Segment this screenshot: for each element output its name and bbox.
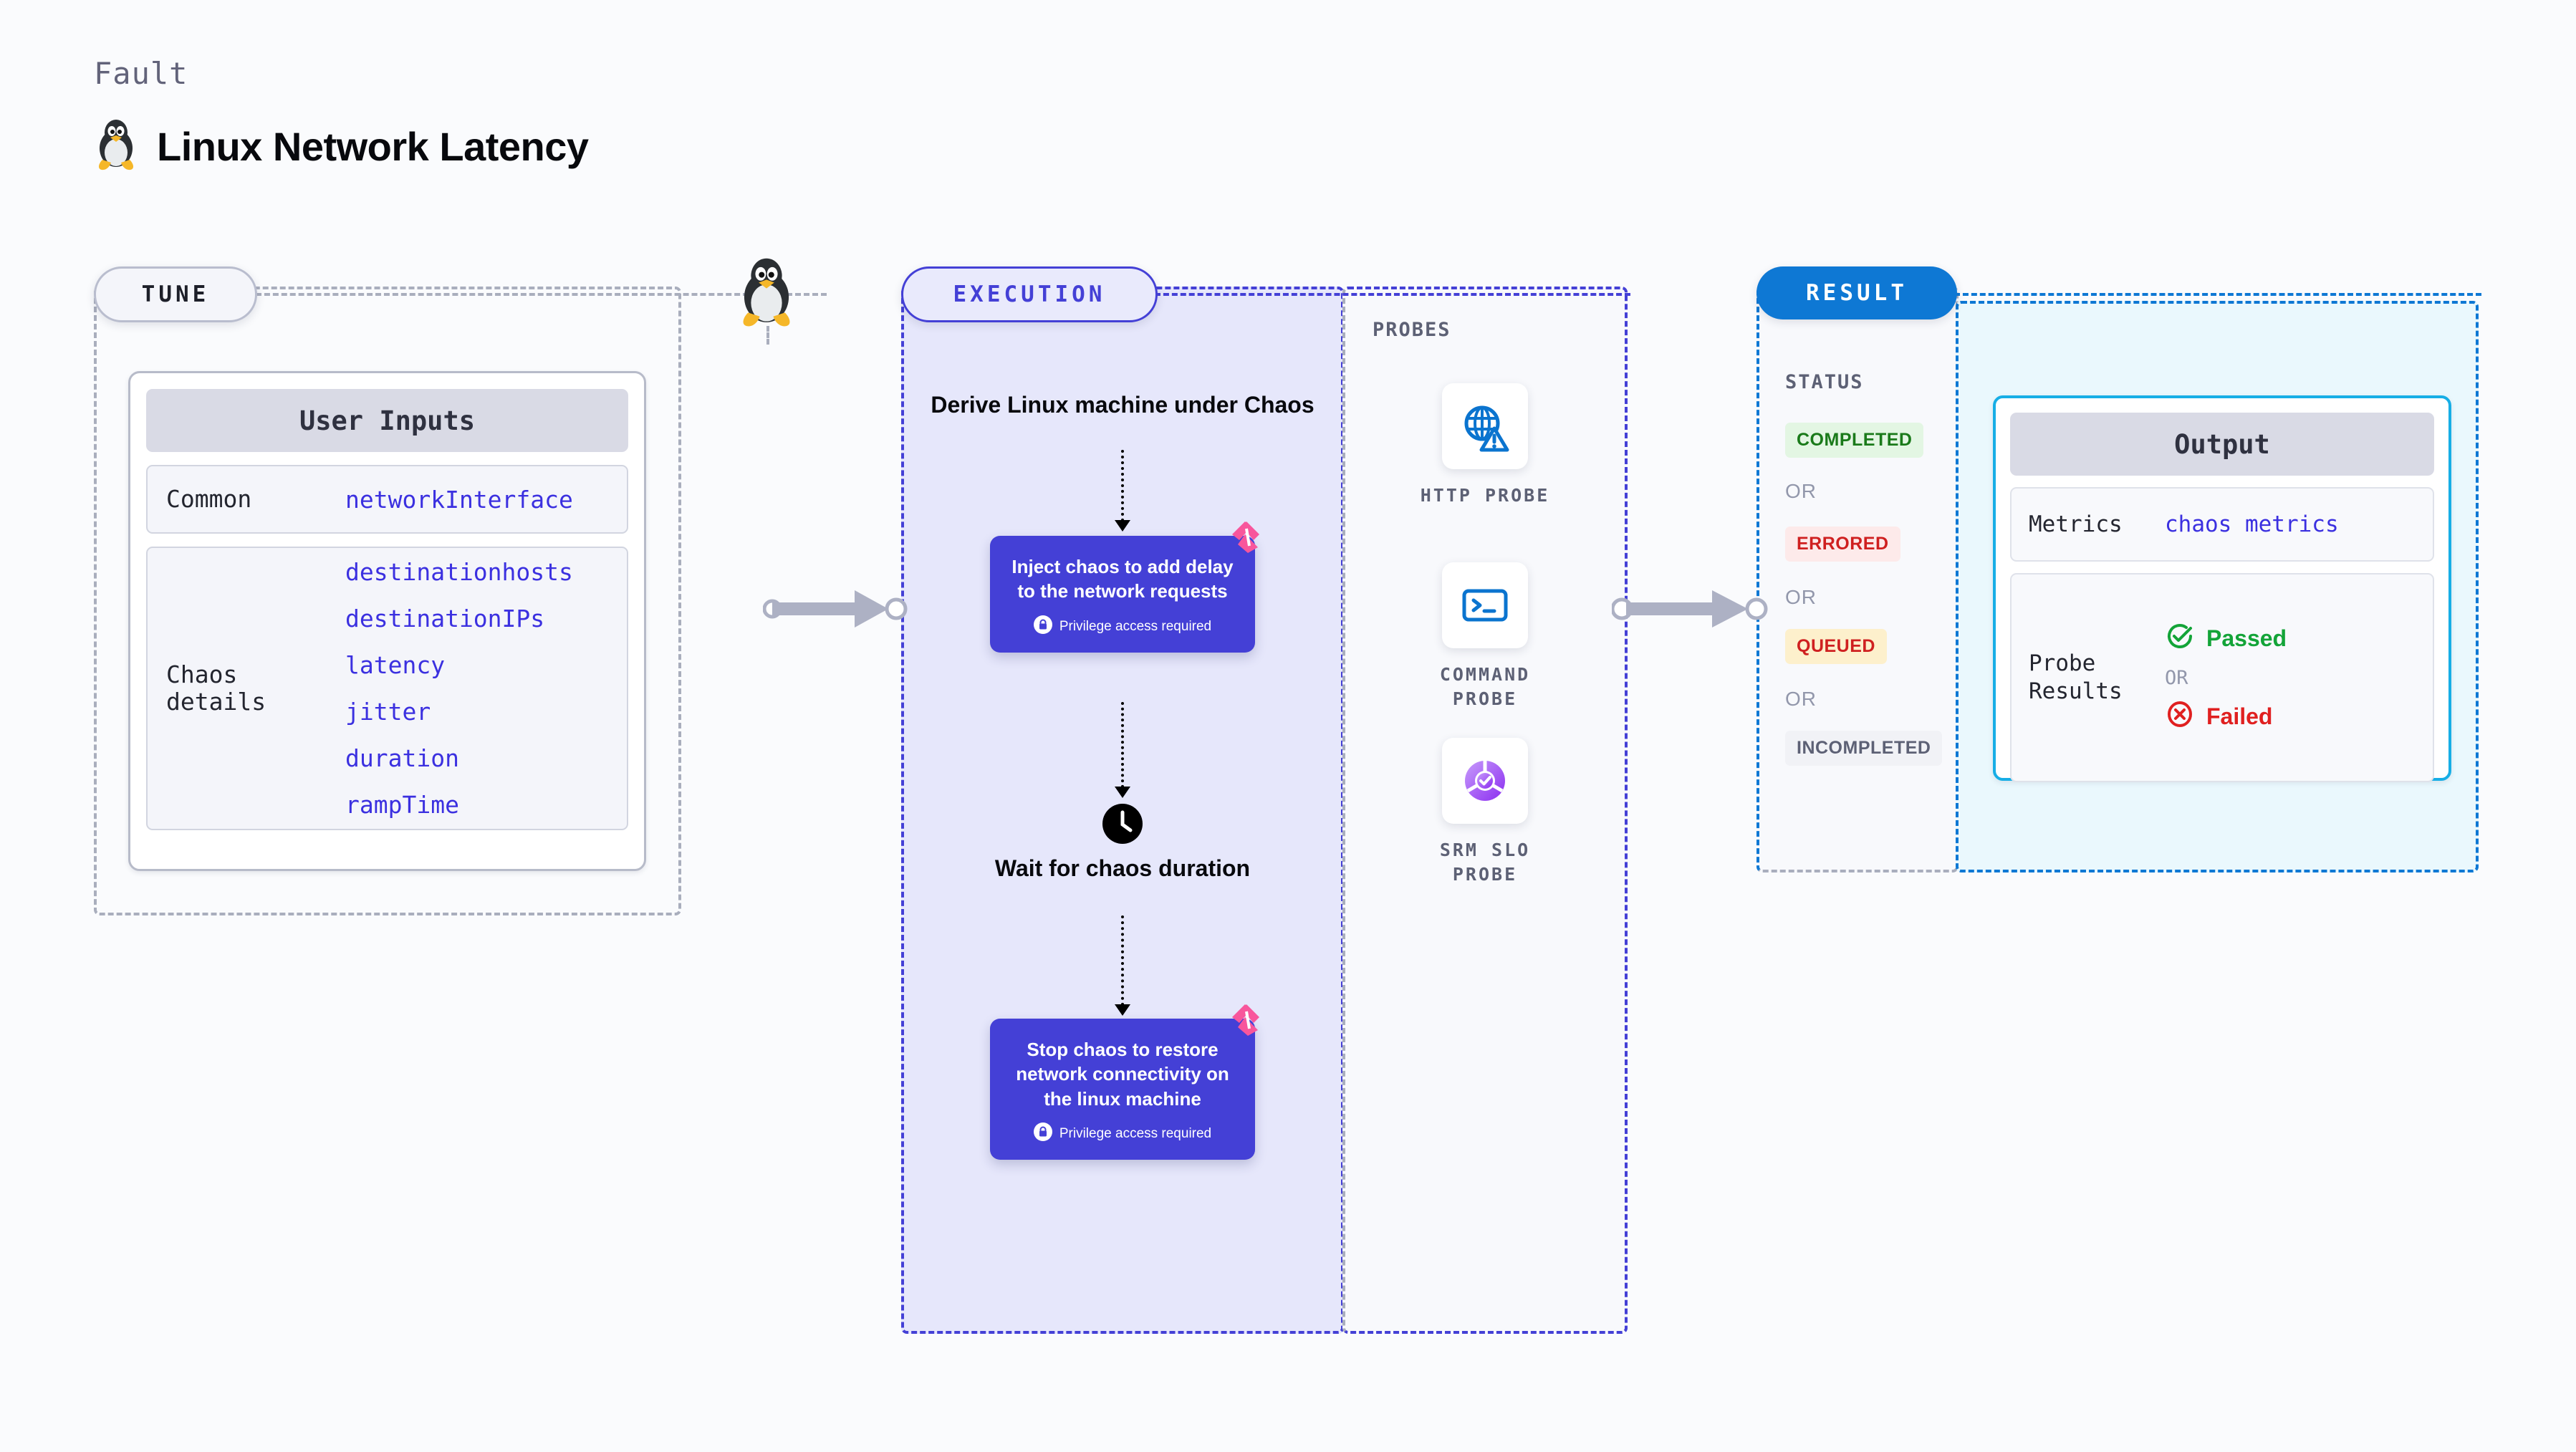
privilege-badge: Privilege access required bbox=[1033, 615, 1212, 638]
probe-label: HTTP PROBE bbox=[1420, 485, 1550, 506]
tune-row-values: destinationhosts destinationIPs latency … bbox=[345, 558, 573, 819]
page-title: Linux Network Latency bbox=[157, 124, 589, 169]
probe-http[interactable]: HTTP PROBE bbox=[1419, 383, 1551, 508]
probe-tile bbox=[1442, 383, 1528, 469]
tune-param[interactable]: networkInterface bbox=[345, 485, 573, 514]
privilege-badge-label: Privilege access required bbox=[1059, 618, 1212, 634]
flow-step-inject-chaos[interactable]: Inject chaos to add delay to the network… bbox=[990, 521, 1259, 653]
flow-step-label: Inject chaos to add delay to the network… bbox=[1011, 556, 1234, 602]
slo-donut-check-icon bbox=[1465, 761, 1505, 801]
tune-param[interactable]: destinationhosts bbox=[345, 558, 573, 586]
tune-pill-connector-2 bbox=[769, 293, 827, 296]
tune-pill[interactable]: TUNE bbox=[94, 266, 257, 322]
probe-result-failed: Failed bbox=[2165, 699, 2287, 735]
flow-arrow-1 bbox=[1115, 520, 1130, 532]
execution-pill-connector bbox=[1155, 293, 1630, 296]
page-eyebrow: Fault bbox=[94, 56, 188, 91]
tune-param[interactable]: jitter bbox=[345, 698, 431, 726]
tune-row-values: networkInterface bbox=[345, 486, 573, 514]
tune-row-common: Common networkInterface bbox=[146, 465, 628, 534]
connector-execution-to-result bbox=[1610, 580, 1777, 641]
check-circle-icon bbox=[2165, 621, 2195, 657]
harness-logo-icon bbox=[1229, 1001, 1268, 1044]
user-inputs-title: User Inputs bbox=[146, 389, 628, 452]
penguin-node-stem bbox=[766, 326, 769, 345]
flow-arrow-3 bbox=[1115, 1004, 1130, 1016]
terminal-icon bbox=[1462, 589, 1508, 622]
x-circle-icon bbox=[2165, 699, 2195, 735]
status-badge-errored: ERRORED bbox=[1785, 527, 1900, 562]
flow-step-label: Stop chaos to restore network connectivi… bbox=[1016, 1039, 1229, 1110]
linux-penguin-icon bbox=[94, 118, 138, 175]
probe-tile bbox=[1442, 738, 1528, 824]
probe-tile bbox=[1442, 562, 1528, 648]
flow-step-wait-icon bbox=[1101, 802, 1144, 849]
probe-command[interactable]: COMMAND PROBE bbox=[1419, 562, 1551, 711]
result-pill-connector bbox=[1954, 293, 2481, 296]
output-metrics-key: Metrics bbox=[2029, 511, 2123, 537]
output-title: Output bbox=[2010, 413, 2434, 476]
output-probe-key: Probe Results bbox=[2029, 650, 2123, 704]
execution-pill[interactable]: EXECUTION bbox=[901, 266, 1158, 322]
output-probe-values: Passed OR Failed bbox=[2165, 621, 2287, 735]
status-or: OR bbox=[1785, 480, 1817, 502]
privilege-badge: Privilege access required bbox=[1033, 1122, 1212, 1145]
probe-label: SRM SLO PROBE bbox=[1439, 840, 1531, 885]
status-badge-incompleted: INCOMPLETED bbox=[1785, 731, 1943, 766]
status-or: OR bbox=[1785, 586, 1817, 608]
flow-connector-1 bbox=[1121, 450, 1124, 521]
clock-icon bbox=[1102, 804, 1143, 844]
output-metrics-value[interactable]: chaos metrics bbox=[2165, 511, 2339, 537]
flow-arrow-2 bbox=[1115, 787, 1130, 798]
output-row-metrics: Metrics chaos metrics bbox=[2010, 487, 2434, 562]
tune-row-key: Common bbox=[166, 485, 252, 514]
tune-row-key: Chaos details bbox=[166, 660, 266, 716]
flow-step-wait-label: Wait for chaos duration bbox=[994, 855, 1251, 881]
tune-param[interactable]: duration bbox=[345, 744, 459, 772]
status-badge-completed: COMPLETED bbox=[1785, 423, 1924, 458]
harness-logo-icon bbox=[1229, 519, 1268, 561]
tune-row-chaos-details: Chaos details destinationhosts destinati… bbox=[146, 547, 628, 830]
user-inputs-card: User Inputs Common networkInterface Chao… bbox=[128, 371, 646, 871]
probe-result-passed-label: Passed bbox=[2206, 625, 2287, 651]
flow-step-stop-chaos[interactable]: Stop chaos to restore network connectivi… bbox=[990, 1004, 1259, 1160]
globe-warning-icon bbox=[1464, 405, 1509, 452]
linux-penguin-node-icon bbox=[735, 256, 798, 332]
page-title-row: Linux Network Latency bbox=[94, 118, 589, 175]
output-row-probe-results: Probe Results Passed OR bbox=[2010, 573, 2434, 782]
connector-tune-to-execution bbox=[762, 580, 913, 641]
probe-result-or: OR bbox=[2165, 666, 2188, 689]
tune-pill-connector bbox=[256, 293, 757, 296]
status-badge-queued: QUEUED bbox=[1785, 629, 1887, 664]
tune-param[interactable]: latency bbox=[345, 651, 446, 679]
probes-title: PROBES bbox=[1373, 319, 1451, 341]
flow-connector-2 bbox=[1121, 702, 1124, 788]
tune-param[interactable]: rampTime bbox=[345, 791, 459, 819]
tune-frame bbox=[94, 287, 681, 915]
probe-result-passed: Passed bbox=[2165, 621, 2287, 657]
probe-result-failed-label: Failed bbox=[2206, 703, 2273, 729]
flow-step-derive-label: Derive Linux machine under Chaos bbox=[931, 392, 1315, 418]
flow-connector-3 bbox=[1121, 915, 1124, 1006]
privilege-badge-label: Privilege access required bbox=[1059, 1125, 1212, 1141]
probe-srm-slo[interactable]: SRM SLO PROBE bbox=[1419, 738, 1551, 887]
status-title: STATUS bbox=[1785, 371, 1864, 393]
probe-label: COMMAND PROBE bbox=[1439, 664, 1531, 709]
status-or: OR bbox=[1785, 688, 1817, 710]
output-card: Output Metrics chaos metrics Probe Resul… bbox=[1993, 395, 2451, 782]
lock-icon bbox=[1033, 1122, 1052, 1145]
result-pill[interactable]: RESULT bbox=[1756, 266, 1957, 319]
lock-icon bbox=[1033, 615, 1052, 638]
tune-param[interactable]: destinationIPs bbox=[345, 605, 545, 633]
